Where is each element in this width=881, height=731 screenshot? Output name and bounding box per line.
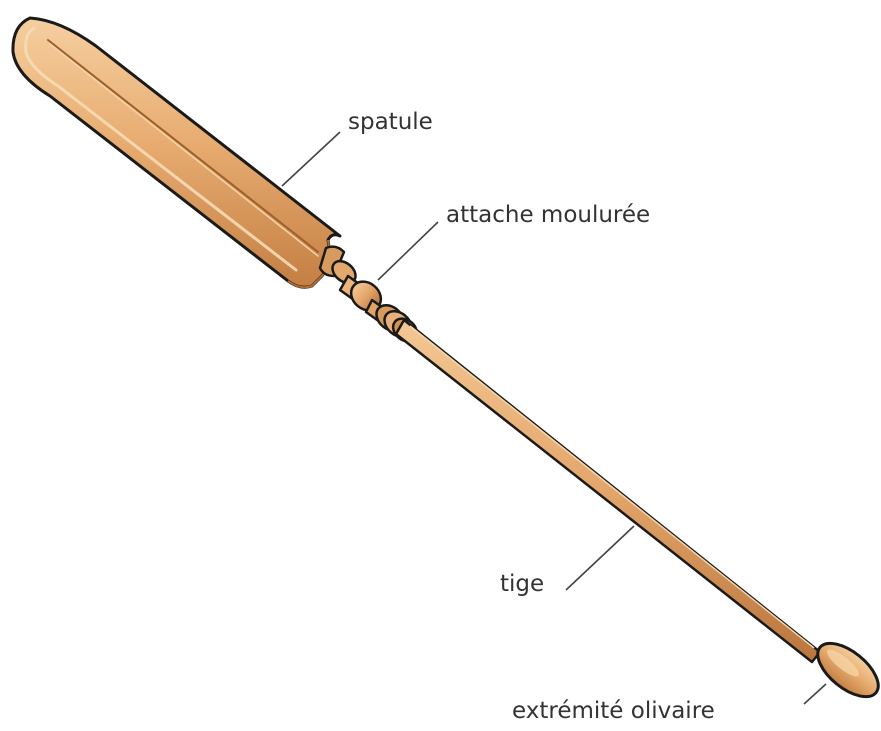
leader-extremite: [804, 684, 826, 704]
label-attache-mouluree: attache moulurée: [446, 204, 650, 227]
spatula-blade: [13, 18, 340, 287]
leader-spatule: [282, 132, 340, 186]
leader-tige: [566, 526, 634, 590]
leader-attache: [378, 222, 438, 280]
olive-tip: [809, 633, 881, 706]
label-spatule: spatule: [348, 111, 433, 134]
rod: [396, 320, 820, 662]
label-tige: tige: [500, 573, 544, 596]
label-extremite-olivaire: extrémité olivaire: [512, 700, 715, 723]
